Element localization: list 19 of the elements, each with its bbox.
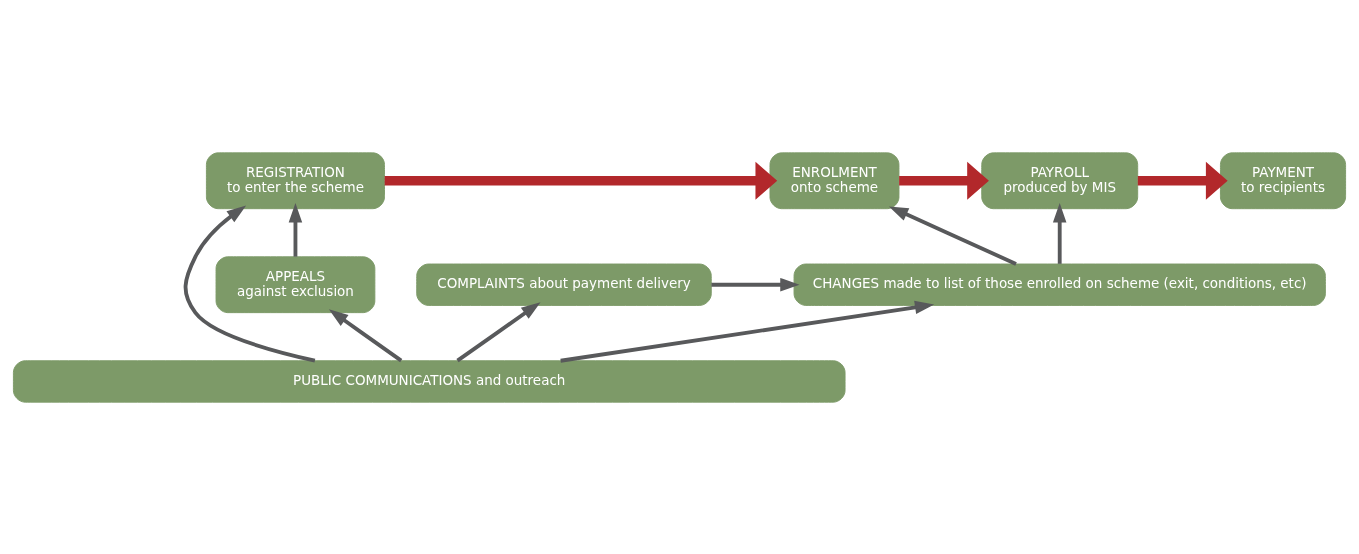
- arrow: [328, 308, 403, 362]
- arrow: [288, 202, 303, 257]
- node-box: APPEALS against exclusion: [215, 255, 376, 313]
- node-box: PUBLIC COMMUNICATIONS and outreach: [12, 359, 846, 403]
- node-box: PAYMENT to recipients: [1219, 151, 1347, 209]
- arrow: [183, 204, 316, 363]
- arrow: [456, 301, 541, 362]
- arrow: [899, 161, 989, 200]
- node-box: CHANGES made to list of those enrolled on scheme (exit, conditions, etc): [793, 263, 1326, 306]
- node-box: PAYROLL produced by MIS: [981, 151, 1139, 209]
- node-box: COMPLAINTS about payment delivery: [416, 263, 712, 306]
- arrow: [711, 277, 800, 291]
- arrow: [1052, 202, 1067, 264]
- node-box: REGISTRATION to enter the scheme: [205, 151, 385, 209]
- node-box: ENROLMENT onto scheme: [769, 151, 900, 209]
- arrow: [384, 161, 778, 200]
- arrow: [560, 300, 935, 363]
- arrow: [1137, 161, 1228, 200]
- arrow: [888, 205, 1017, 266]
